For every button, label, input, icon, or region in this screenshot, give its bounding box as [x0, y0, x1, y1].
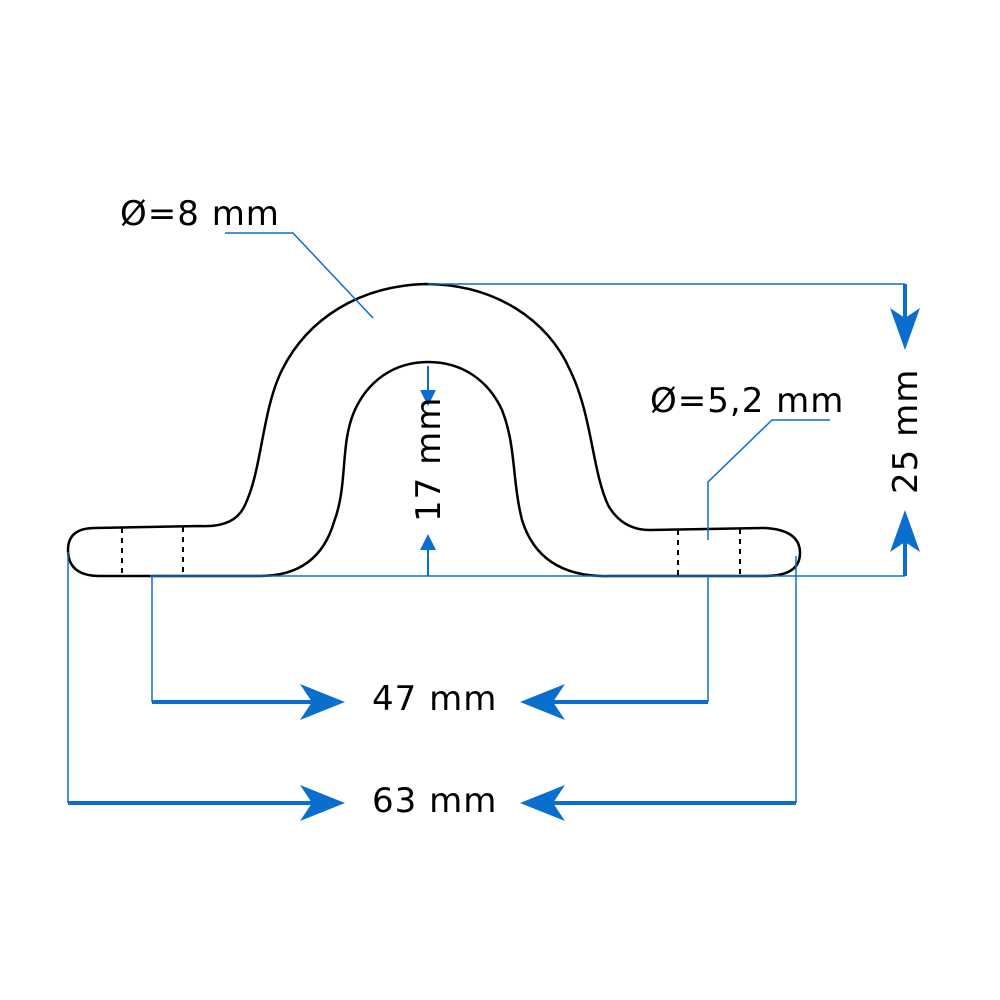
rod-diameter-callout: Ø=8 mm: [120, 194, 374, 319]
hole-diameter-leader: [707, 419, 830, 540]
total-length-arrow-left: [520, 785, 565, 821]
rod-diameter-leader: [225, 232, 374, 319]
total-height-arrow-up: [890, 510, 920, 552]
hole-diameter-callout: Ø=5,2 mm: [650, 381, 844, 540]
total-length-dimension: 63 mm: [67, 552, 797, 821]
total-height-arrow-down: [890, 308, 920, 350]
hole-spacing-dimension: 47 mm: [151, 576, 709, 720]
total-length-arrow-right: [300, 785, 345, 821]
total-height-dimension: 25 mm: [150, 283, 926, 577]
rod-diameter-label: Ø=8 mm: [120, 194, 280, 234]
inner-height-label: 17 mm: [409, 397, 449, 522]
total-length-label: 63 mm: [372, 781, 497, 821]
hole-spacing-arrow-right: [300, 684, 345, 720]
total-height-label: 25 mm: [886, 369, 926, 494]
inner-height-dimension: 17 mm: [409, 366, 449, 576]
hole-spacing-arrow-left: [520, 684, 565, 720]
inner-height-arrow-down: [420, 390, 436, 406]
hole-diameter-label: Ø=5,2 mm: [650, 381, 844, 421]
hole-spacing-label: 47 mm: [372, 679, 497, 719]
inner-height-arrow-up: [420, 534, 436, 550]
